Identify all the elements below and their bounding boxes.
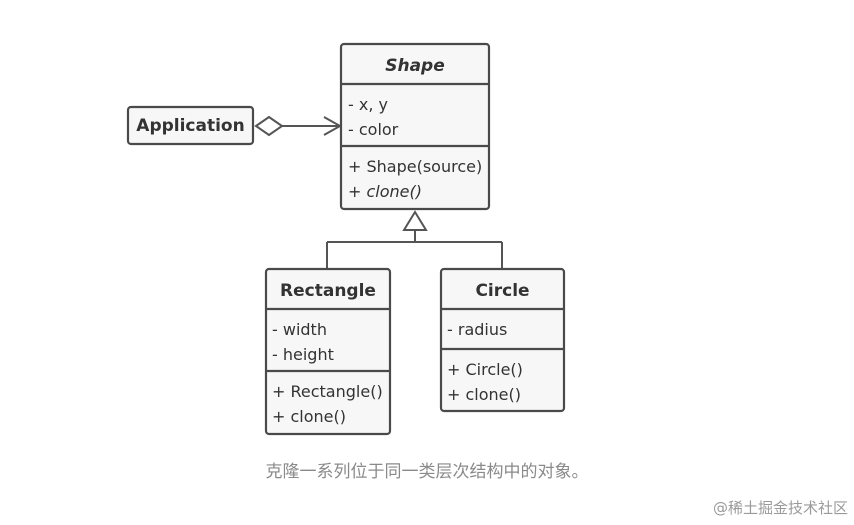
inheritance-edge xyxy=(326,210,503,268)
class-application-title: Application xyxy=(136,116,244,136)
class-shape-field: - color xyxy=(348,120,399,139)
class-circle: Circle - radius + Circle() + clone() xyxy=(439,267,566,413)
aggregation-diamond xyxy=(254,115,284,137)
class-circle-method: + Circle() xyxy=(447,360,523,379)
class-rectangle-title: Rectangle xyxy=(280,281,376,301)
class-rectangle: Rectangle - width - height + Rectangle()… xyxy=(264,267,392,436)
aggregation-edge xyxy=(254,115,343,137)
class-rectangle-method: + clone() xyxy=(272,407,346,426)
watermark: @稀土掘金技术社区 xyxy=(712,499,848,517)
class-application: Application xyxy=(126,105,255,146)
class-circle-method: + clone() xyxy=(447,385,521,404)
class-shape-title: Shape xyxy=(385,56,445,76)
class-rectangle-method: + Rectangle() xyxy=(272,382,383,401)
class-circle-title: Circle xyxy=(475,281,529,301)
class-rectangle-field: - height xyxy=(272,345,334,364)
class-shape-method-abstract: + clone() xyxy=(348,182,422,201)
class-rectangle-field: - width xyxy=(272,320,327,339)
inheritance-triangle xyxy=(402,210,428,231)
class-circle-field: - radius xyxy=(447,320,507,339)
class-shape: Shape - x, y - color + Shape(source) + c… xyxy=(339,42,491,211)
figure-caption: 克隆一系列位于同一类层次结构中的对象。 xyxy=(265,462,589,482)
class-shape-method: + Shape(source) xyxy=(348,157,482,176)
class-shape-field: - x, y xyxy=(348,95,388,114)
